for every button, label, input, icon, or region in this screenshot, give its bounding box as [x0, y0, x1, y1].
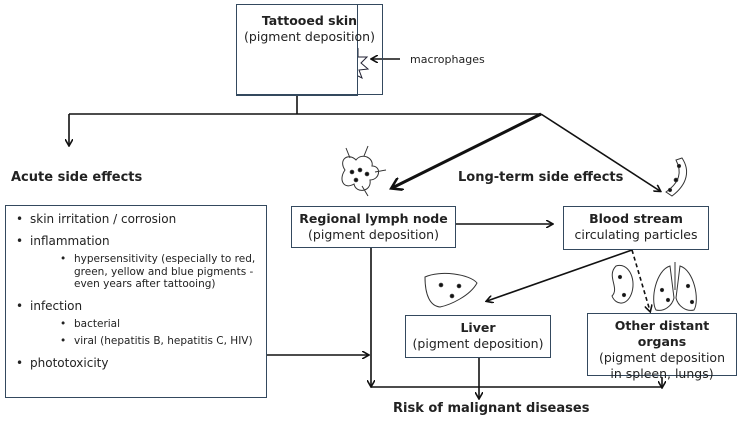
acute-effect-item: phototoxicity — [14, 356, 266, 370]
tattooed-skin-subtitle: (pigment deposition) — [244, 29, 375, 44]
other-organs-title: Other distant organs — [614, 318, 710, 349]
acute-effects-list: skin irritation / corrosion inflammation… — [14, 212, 266, 370]
acute-effects-box: skin irritation / corrosion inflammation… — [5, 205, 267, 398]
acute-effect-subitem: viral (hepatitis B, hepatitis C, HIV) — [30, 335, 266, 348]
node-tattooed-skin — [236, 4, 358, 96]
lymph-node-icon — [341, 145, 387, 197]
spleen-icon — [611, 264, 634, 304]
acute-effect-item: inflammation hypersensitivity (especiall… — [14, 234, 266, 291]
blood-stream-box: Blood stream circulating particles — [563, 206, 709, 250]
liver-icon — [424, 272, 478, 308]
other-organs-subtitle: (pigment deposition in spleen, lungs) — [598, 350, 726, 381]
macrophages-label: macrophages — [410, 53, 485, 66]
liver-subtitle: (pigment deposition) — [412, 336, 544, 351]
lungs-icon — [653, 262, 697, 311]
blood-stream-subtitle: circulating particles — [574, 227, 698, 242]
blood-to-organs-arrow — [631, 249, 650, 311]
acute-effect-subitem: hypersensitivity (especially to red, gre… — [30, 253, 266, 291]
lymph-node-box: Regional lymph node (pigment deposition) — [291, 206, 456, 248]
lymph-node-title: Regional lymph node — [299, 211, 448, 226]
liver-title: Liver — [460, 320, 496, 335]
lymph-node-subtitle: (pigment deposition) — [308, 227, 439, 242]
blood-to-liver-arrow — [487, 249, 633, 301]
tattooed-skin-title: Tattooed skin — [261, 13, 358, 28]
risk-label: Risk of malignant diseases — [393, 401, 590, 416]
lymph-arrow — [392, 112, 542, 188]
other-organs-box: Other distant organs (pigment deposition… — [587, 313, 737, 381]
liver-box: Liver (pigment deposition) — [405, 315, 551, 358]
tattooed-skin-box: Tattooed skin (pigment deposition) — [236, 4, 383, 95]
blood-vessel-icon — [665, 157, 688, 197]
blood-arrow — [540, 113, 660, 191]
acute-effect-subitem: bacterial — [30, 318, 266, 331]
acute-side-effects-label: Acute side effects — [11, 170, 143, 185]
long-term-side-effects-label: Long-term side effects — [458, 170, 624, 185]
blood-stream-title: Blood stream — [589, 211, 683, 226]
acute-effect-item: skin irritation / corrosion — [14, 212, 266, 226]
acute-effect-item: infection bacterial viral (hepatitis B, … — [14, 299, 266, 348]
